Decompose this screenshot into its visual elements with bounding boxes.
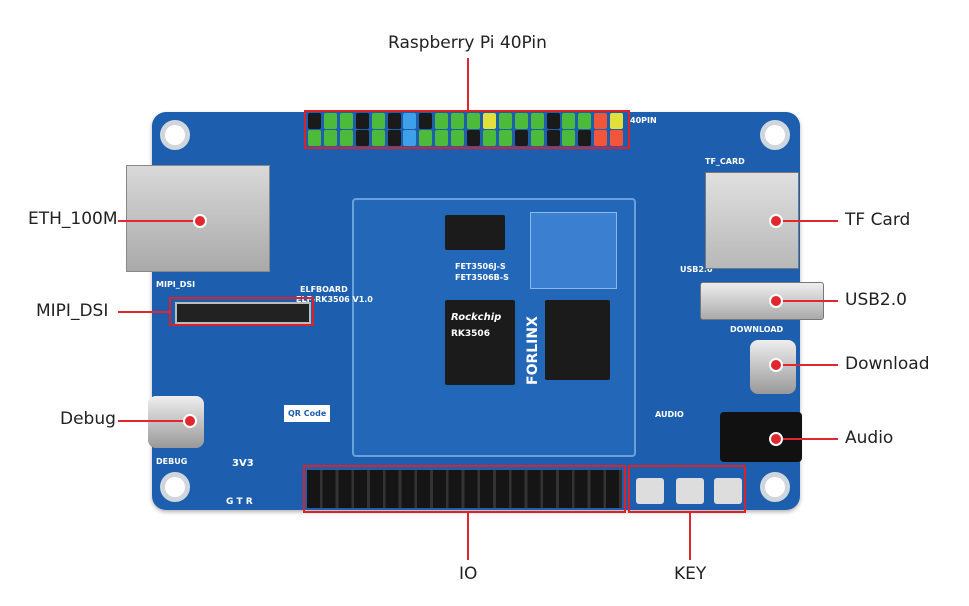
header-pin — [435, 113, 449, 129]
header-pin — [546, 113, 560, 129]
header-pin — [387, 130, 401, 146]
header-pin — [594, 130, 608, 146]
header-pin — [482, 130, 496, 146]
emmc-chip — [530, 212, 617, 289]
header-pin — [562, 113, 576, 129]
rpi-40pin-highlight — [304, 110, 630, 149]
label-io: IO — [459, 564, 478, 584]
label-debug: Debug — [60, 409, 116, 429]
header-pin — [323, 130, 337, 146]
callout-dot — [183, 414, 197, 428]
label-download: Download — [845, 354, 930, 374]
header-pin — [387, 113, 401, 129]
callout-line — [776, 220, 838, 222]
callout-dot — [769, 214, 783, 228]
header-pin — [562, 130, 576, 146]
audio-jack — [720, 412, 802, 462]
header-pin — [594, 113, 608, 129]
key-highlight — [628, 465, 746, 513]
callout-line — [118, 311, 170, 313]
header-pin — [355, 113, 369, 129]
header-pin — [323, 113, 337, 129]
callout-dot — [769, 358, 783, 372]
header-pin — [578, 113, 592, 129]
header-pin — [546, 130, 560, 146]
callout-line — [689, 513, 691, 560]
header-pin — [308, 130, 321, 146]
callout-dot — [769, 432, 783, 446]
io-header — [307, 470, 622, 508]
key-button — [676, 478, 704, 504]
callout-line — [118, 220, 200, 222]
callout-dot — [193, 214, 207, 228]
label-mipi-dsi: MIPI_DSI — [36, 301, 109, 321]
header-pin — [419, 113, 433, 129]
label-key: KEY — [674, 564, 707, 584]
header-pin — [514, 113, 528, 129]
header-pin — [530, 130, 544, 146]
mount-hole — [160, 472, 190, 502]
cpu-chip: Rockchip RK3506 — [445, 300, 515, 385]
key-button — [636, 478, 664, 504]
label-usb: USB2.0 — [845, 290, 907, 310]
memory-chip — [545, 300, 610, 380]
header-pin — [451, 130, 465, 146]
callout-line — [776, 438, 838, 440]
header-pin — [530, 113, 544, 129]
rpi-40pin-header — [308, 113, 626, 147]
header-pin — [610, 113, 624, 129]
header-pin — [339, 113, 353, 129]
mipi-connector — [175, 302, 311, 324]
header-pin — [371, 113, 385, 129]
header-pin — [578, 130, 592, 146]
header-pin — [451, 113, 465, 129]
mount-hole — [160, 120, 190, 150]
mount-hole — [760, 120, 790, 150]
header-pin — [339, 130, 353, 146]
header-pin — [419, 130, 433, 146]
header-pin — [610, 130, 624, 146]
callout-line — [776, 364, 838, 366]
header-pin — [498, 113, 512, 129]
header-pin — [308, 113, 321, 129]
header-pin — [482, 113, 496, 129]
callout-line — [467, 513, 469, 560]
header-pin — [467, 130, 480, 146]
label-raspberry-pi-40pin: Raspberry Pi 40Pin — [388, 33, 547, 53]
callout-line — [118, 420, 190, 422]
callout-line — [776, 300, 838, 302]
header-pin — [514, 130, 528, 146]
header-pin — [355, 130, 369, 146]
label-audio: Audio — [845, 428, 894, 448]
header-pin — [498, 130, 512, 146]
header-pin — [403, 130, 417, 146]
io-highlight — [303, 465, 626, 513]
label-tf-card: TF Card — [845, 210, 911, 230]
chip — [445, 215, 505, 250]
key-button — [714, 478, 742, 504]
mipi-dsi-highlight — [169, 297, 314, 326]
callout-line — [467, 58, 469, 110]
callout-dot — [769, 294, 783, 308]
mount-hole — [760, 472, 790, 502]
header-pin — [435, 130, 449, 146]
header-pin — [371, 130, 385, 146]
label-eth: ETH_100M — [28, 209, 118, 229]
header-pin — [467, 113, 480, 129]
header-pin — [403, 113, 417, 129]
